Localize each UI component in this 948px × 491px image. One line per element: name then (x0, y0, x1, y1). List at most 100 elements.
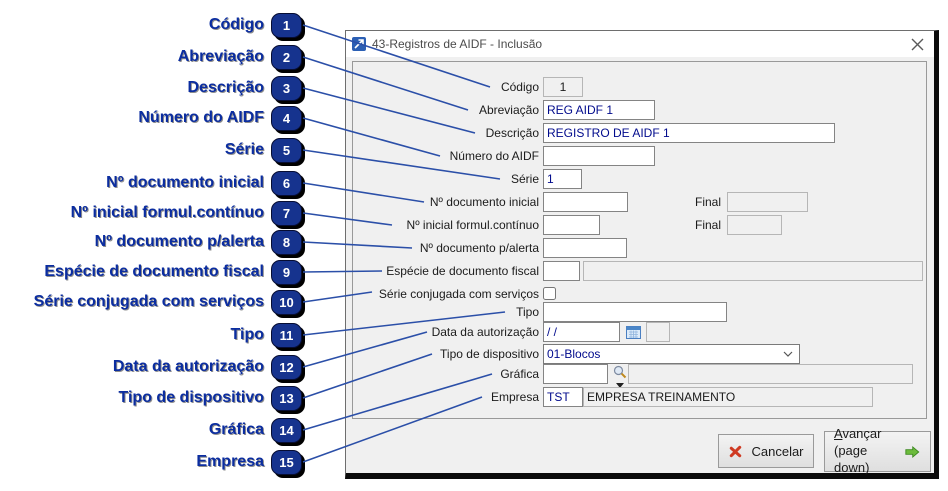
callout-badge: 14 (271, 417, 302, 443)
calendar-icon (625, 325, 641, 339)
especie-name-field (583, 261, 923, 281)
callout-badge: 5 (271, 137, 302, 163)
callout-doc-inicial: Nº documento inicial 6 (106, 168, 302, 198)
callout-badge: 8 (271, 229, 302, 255)
callout-badge: 11 (271, 322, 302, 348)
callout-numero-aidf: Número do AIDF 4 (138, 103, 302, 133)
cancel-button[interactable]: Cancelar (718, 434, 814, 468)
callout-label: Código (208, 16, 264, 33)
especie-label: Espécie de documento fiscal (386, 264, 539, 278)
tipo-label: Tipo (516, 305, 539, 319)
callout-badge: 15 (271, 449, 302, 475)
tipo-field[interactable] (543, 302, 727, 322)
title-bar: 43-Registros de AIDF - Inclusão (346, 31, 934, 57)
magnifier-icon (613, 365, 627, 379)
callout-badge: 3 (271, 75, 302, 101)
callout-formul-continuo: Nº inicial formul.contínuo 7 (71, 198, 302, 228)
callout-badge: 9 (271, 259, 302, 285)
doc-inicial-field[interactable] (543, 192, 628, 212)
callout-label: Nº inicial formul.contínuo (70, 204, 264, 221)
serie-conjugada-label: Série conjugada com serviços (378, 287, 539, 301)
callout-badge: 2 (271, 44, 302, 70)
callout-label: Série (224, 141, 264, 158)
callout-badge: 4 (271, 105, 302, 131)
lookup-dropdown-caret[interactable] (616, 383, 624, 388)
tipo-dispositivo-select[interactable]: 01-Blocos (543, 344, 800, 364)
callout-label: Empresa (196, 453, 264, 470)
callout-badge: 1 (271, 12, 302, 38)
callout-label: Série conjugada com serviços (33, 293, 264, 310)
data-autorizacao-label: Data da autorização (431, 325, 539, 339)
doc-inicial-final-label: Final (694, 195, 721, 209)
serie-label: Série (510, 172, 539, 186)
form-group-box (352, 61, 927, 419)
callout-descricao: Descrição 3 (187, 73, 302, 103)
descricao-label: Descrição (485, 126, 539, 140)
cancel-x-icon (730, 445, 742, 457)
callout-label: Abreviação (177, 48, 264, 65)
callout-especie: Espécie de documento fiscal 9 (44, 257, 302, 287)
calendar-button[interactable] (624, 322, 642, 341)
formul-continuo-final-label: Final (694, 218, 721, 232)
abreviacao-label: Abreviação (478, 103, 539, 117)
descricao-field[interactable] (543, 123, 835, 143)
especie-code-field[interactable] (543, 261, 580, 281)
grafica-label: Gráfica (500, 367, 539, 381)
callout-empresa: Empresa 15 (196, 447, 302, 477)
doc-alerta-label: Nº documento p/alerta (419, 241, 539, 255)
callout-abreviacao: Abreviação 2 (178, 42, 302, 72)
next-button[interactable]: Avançar (page down) (824, 426, 931, 475)
callout-badge: 7 (271, 200, 302, 226)
callout-label: Gráfica (208, 421, 264, 438)
callout-label: Descrição (187, 79, 265, 96)
callout-label: Tipo (230, 326, 264, 343)
callout-serie-conjugada: Série conjugada com serviços 10 (34, 287, 302, 317)
abreviacao-field[interactable] (543, 100, 655, 120)
formul-continuo-label: Nº inicial formul.contínuo (406, 218, 539, 232)
doc-inicial-final-field (727, 192, 808, 212)
callout-badge: 13 (271, 385, 302, 411)
window-title: 43-Registros de AIDF - Inclusão (372, 37, 543, 51)
data-autorizacao-extra-field (646, 322, 670, 342)
numero-aidf-field[interactable] (543, 146, 655, 166)
callout-serie: Série 5 (225, 135, 302, 165)
formul-continuo-field[interactable] (543, 215, 600, 235)
empresa-code-field[interactable] (543, 387, 583, 407)
callout-label: Tipo de dispositivo (118, 389, 265, 406)
callout-badge: 12 (271, 354, 302, 380)
close-icon[interactable] (911, 38, 924, 51)
callout-label: Espécie de documento fiscal (44, 263, 264, 280)
chevron-down-icon (783, 351, 793, 357)
doc-inicial-label: Nº documento inicial (429, 195, 539, 209)
empresa-label: Empresa (490, 390, 539, 404)
callout-codigo: Código 1 (209, 10, 302, 40)
empresa-name-field (583, 387, 873, 407)
codigo-label: Código (500, 80, 539, 94)
callout-label: Número do AIDF (138, 109, 264, 126)
lookup-button[interactable] (612, 364, 628, 380)
tipo-dispositivo-value: 01-Blocos (547, 347, 601, 361)
next-arrow-icon (905, 445, 920, 458)
callout-tipo: Tipo 11 (231, 320, 302, 350)
dialog-window: 43-Registros de AIDF - Inclusão Código A… (345, 30, 939, 479)
serie-conjugada-checkbox[interactable] (543, 287, 556, 300)
app-icon (352, 37, 366, 51)
grafica-name-field (628, 364, 913, 384)
formul-continuo-final-field (727, 215, 782, 235)
callout-label: Data da autorização (112, 358, 264, 375)
grafica-code-field[interactable] (543, 364, 608, 384)
numero-aidf-label: Número do AIDF (449, 149, 539, 163)
doc-alerta-field[interactable] (543, 238, 627, 258)
callout-badge: 10 (271, 289, 302, 315)
callout-label: Nº documento inicial (106, 174, 264, 191)
callout-badge: 6 (271, 170, 302, 196)
tipo-dispositivo-label: Tipo de dispositivo (440, 347, 539, 361)
callout-data-autorizacao: Data da autorização 12 (113, 352, 302, 382)
codigo-field[interactable] (543, 77, 583, 97)
serie-field[interactable] (543, 169, 582, 189)
callout-grafica: Gráfica 14 (209, 415, 302, 445)
data-autorizacao-field[interactable] (543, 322, 620, 342)
cancel-button-label: Cancelar (751, 443, 804, 459)
